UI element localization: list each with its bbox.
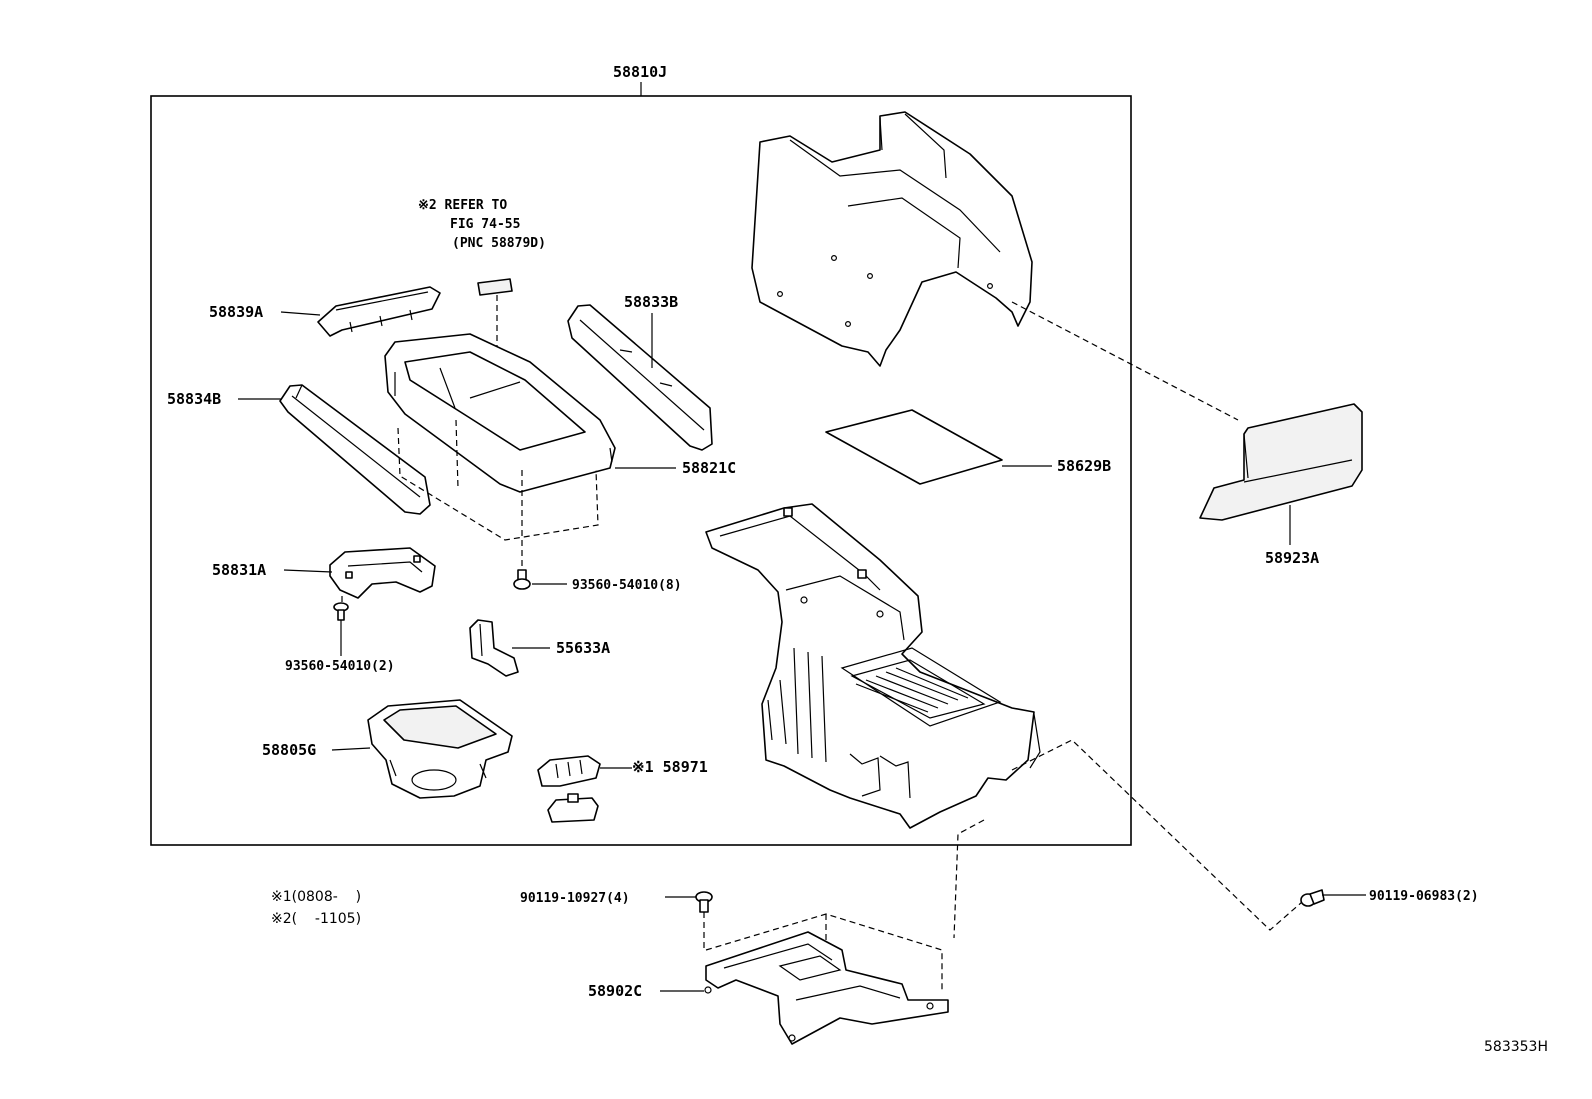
label-58923a: 58923A bbox=[1265, 549, 1319, 567]
label-58833b: 58833B bbox=[624, 293, 678, 311]
part-55633a bbox=[469, 619, 519, 677]
refer-note-line1: ※2 REFER TO bbox=[418, 198, 507, 213]
fastener-90119-10927 bbox=[695, 891, 713, 913]
label-58839a: 58839A bbox=[209, 303, 263, 321]
fastener-93560-8 bbox=[513, 540, 531, 590]
label-93560-2: 93560-54010(2) bbox=[285, 659, 395, 674]
part-58879d-pad bbox=[477, 278, 513, 296]
assembly-label: 58810J bbox=[613, 63, 667, 81]
part-58821c bbox=[384, 333, 616, 493]
label-90119-10927: 90119-10927(4) bbox=[520, 891, 630, 906]
part-58831a bbox=[329, 547, 436, 599]
refer-note-line3: (PNC 58879D) bbox=[452, 236, 546, 251]
label-93560-8: 93560-54010(8) bbox=[572, 578, 682, 593]
part-58833b bbox=[567, 304, 713, 451]
label-58834b: 58834B bbox=[167, 390, 221, 408]
part-console-frame bbox=[705, 503, 1041, 829]
footnote-1: ※1(0808- ) bbox=[271, 889, 361, 905]
part-58923a bbox=[1199, 403, 1363, 521]
refer-note-line2: FIG 74-55 bbox=[450, 217, 520, 232]
fastener-93560-2 bbox=[333, 596, 349, 621]
part-58971 bbox=[537, 755, 601, 823]
label-58971: ※1 58971 bbox=[632, 758, 708, 776]
fastener-90119-06983 bbox=[1300, 889, 1325, 907]
figure-id: 583353H bbox=[1484, 1039, 1548, 1055]
part-58805g bbox=[367, 699, 513, 799]
part-58839a bbox=[317, 286, 441, 337]
label-90119-06983: 90119-06983(2) bbox=[1369, 889, 1479, 904]
part-console-housing bbox=[751, 111, 1033, 367]
label-58629b: 58629B bbox=[1057, 457, 1111, 475]
part-58834b bbox=[279, 384, 431, 515]
part-58902c bbox=[704, 913, 949, 1045]
label-58831a: 58831A bbox=[212, 561, 266, 579]
label-58902c: 58902C bbox=[588, 982, 642, 1000]
label-55633a: 55633A bbox=[556, 639, 610, 657]
part-58629b bbox=[825, 409, 1003, 485]
footnote-2: ※2( -1105) bbox=[271, 911, 361, 927]
label-58821c: 58821C bbox=[682, 459, 736, 477]
label-58805g: 58805G bbox=[262, 741, 316, 759]
